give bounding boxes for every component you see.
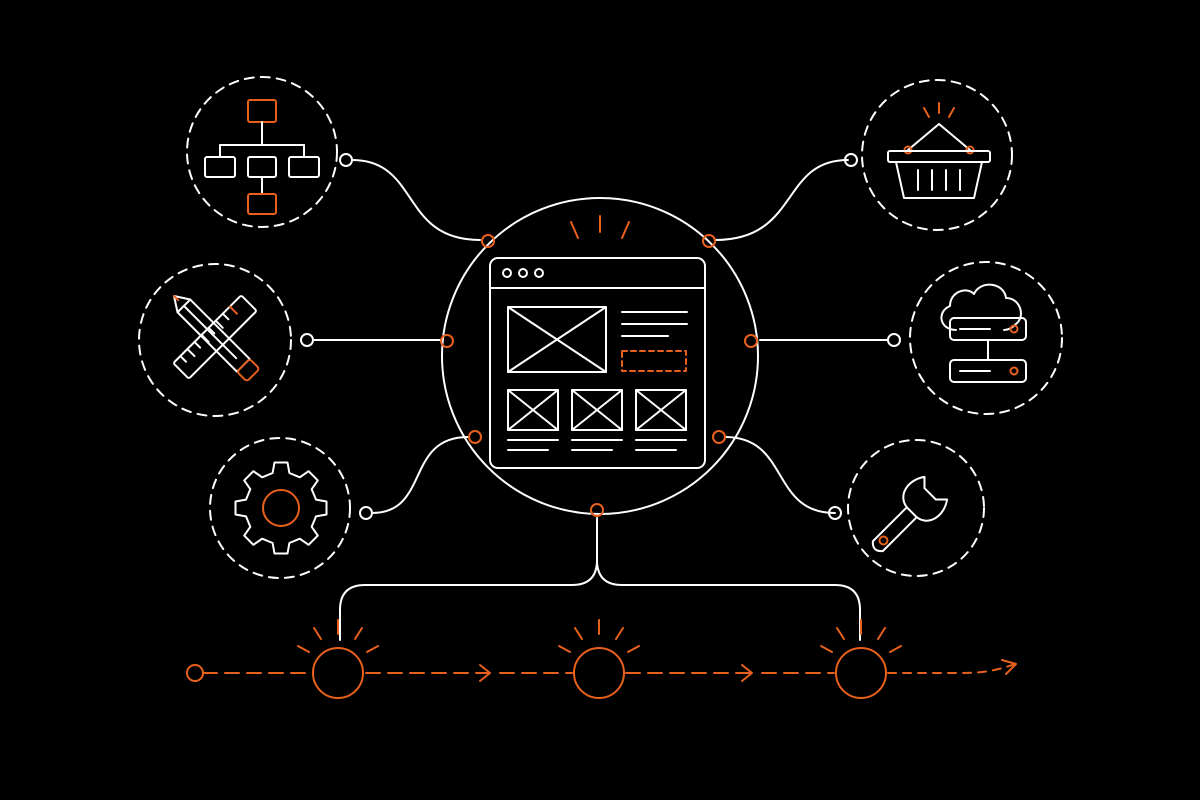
center-circle — [441, 197, 759, 515]
image-placeholder-small-2 — [571, 389, 623, 431]
timeline-milestone-1 — [297, 619, 379, 699]
center-node — [440, 197, 759, 517]
gear-icon — [234, 461, 328, 555]
connectors — [312, 159, 889, 641]
gear-outline — [234, 461, 328, 555]
timeline-milestone-2 — [558, 619, 640, 699]
connector-settings — [371, 436, 469, 514]
wrench-icon — [871, 475, 949, 553]
browser-wireframe-icon — [489, 257, 706, 469]
cloud-server-icon — [940, 283, 1027, 383]
timeline-start-node — [186, 664, 204, 682]
connector-ecommerce — [714, 159, 849, 241]
connector-milestone-1 — [339, 517, 598, 641]
pencil-ruler-icon — [172, 294, 260, 382]
image-placeholder-small-1 — [507, 389, 559, 431]
timeline-milestone-3 — [820, 619, 902, 699]
satellite-sitemap — [186, 76, 353, 228]
shopping-basket-icon — [887, 102, 991, 199]
connector-sitemap — [351, 159, 481, 241]
image-placeholder-large — [507, 306, 607, 373]
browser-window — [489, 257, 706, 469]
connector-maintenance — [724, 436, 836, 514]
sitemap-hierarchy-icon — [204, 99, 320, 215]
center-glow — [570, 215, 630, 239]
satellite-maintenance — [828, 439, 985, 577]
connector-milestone-3 — [596, 559, 861, 641]
satellite-ecommerce — [844, 79, 1013, 231]
timeline — [186, 619, 1017, 699]
satellite-settings — [209, 437, 373, 579]
satellite-cloud-hosting — [887, 261, 1063, 415]
satellite-design-tools — [138, 263, 314, 417]
cta-button-placeholder — [621, 350, 687, 372]
center-ports — [440, 234, 758, 517]
image-placeholder-small-3 — [635, 389, 687, 431]
